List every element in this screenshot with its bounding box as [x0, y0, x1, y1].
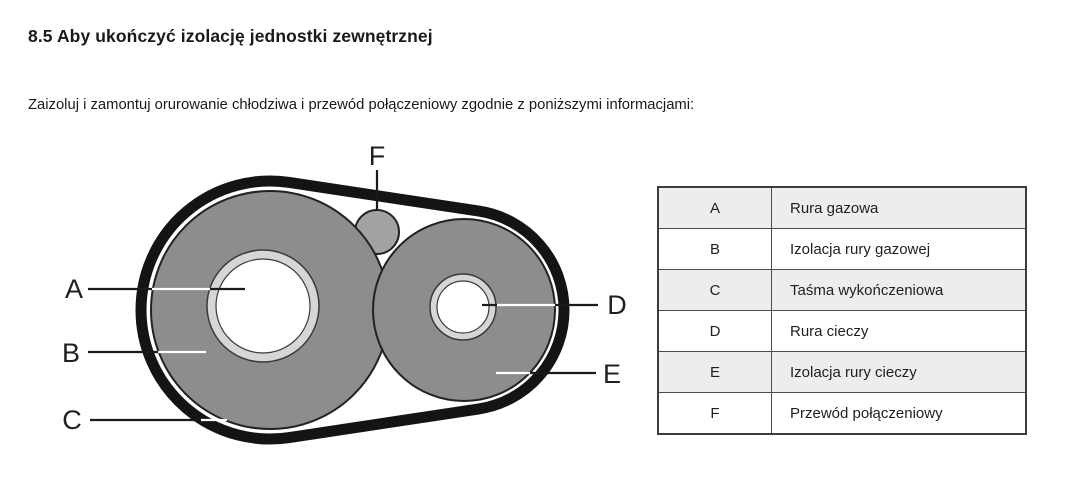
legend-key: A: [657, 186, 772, 229]
legend-key: C: [657, 269, 772, 311]
label-d: D: [607, 290, 627, 320]
legend-label: Rura cieczy: [771, 310, 1027, 352]
legend-label: Przewód połączeniowy: [771, 392, 1027, 435]
label-f: F: [369, 141, 386, 171]
label-c: C: [62, 405, 82, 435]
gas-pipe-bore: [215, 258, 311, 354]
legend-label: Izolacja rury cieczy: [771, 351, 1027, 393]
liquid-pipe-bore: [436, 280, 490, 334]
legend-label: Izolacja rury gazowej: [771, 228, 1027, 270]
label-e: E: [603, 359, 621, 389]
intro-text: Zaizoluj i zamontuj orurowanie chłodziwa…: [28, 97, 695, 113]
label-a: A: [65, 274, 83, 304]
legend-label: Taśma wykończeniowa: [771, 269, 1027, 311]
legend-key: B: [657, 228, 772, 270]
legend-key: F: [657, 392, 772, 435]
legend-key: E: [657, 351, 772, 393]
pipe-insulation-diagram: A B C D E F: [40, 140, 640, 460]
label-b: B: [62, 338, 80, 368]
legend-key: D: [657, 310, 772, 352]
section-heading: 8.5 Aby ukończyć izolację jednostki zewn…: [28, 26, 433, 46]
legend-label: Rura gazowa: [771, 186, 1027, 229]
